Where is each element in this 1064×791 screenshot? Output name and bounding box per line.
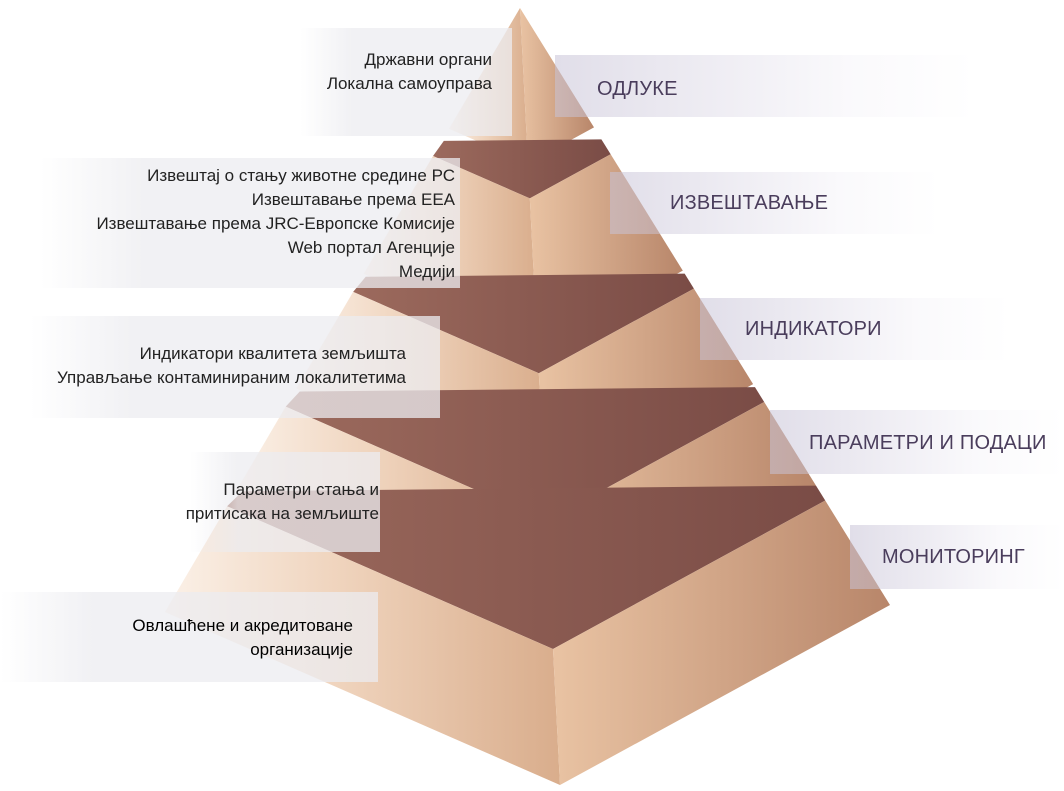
desc-band-1: [300, 28, 512, 136]
desc-band-4: [190, 452, 380, 552]
desc-band-2: [40, 158, 460, 288]
level-label-indikatori: ИНДИКАТОРИ: [745, 318, 882, 340]
desc-line: Параметри стања и: [223, 480, 379, 499]
level-band-1: [555, 55, 975, 117]
desc-line: Извештај о стању животне средине РС: [147, 166, 455, 185]
desc-line: Web портал Агенције: [287, 238, 455, 257]
desc-monitoring: Овлашћене и акредитоване организације: [132, 614, 353, 662]
desc-band-5: [0, 592, 378, 682]
desc-line: Управљање контаминираним локалитетима: [57, 368, 406, 387]
layer-top-izvestavanje: [433, 139, 611, 199]
level-label-monitoring: МОНИТОРИНГ: [882, 546, 1025, 568]
desc-izvestavanje: Извештај о стању животне средине РС Изве…: [96, 164, 455, 284]
layer-top-parametri: [285, 387, 765, 521]
desc-indikatori: Индикатори квалитета земљишта Управљање …: [57, 342, 406, 390]
desc-line: организације: [250, 640, 353, 659]
level-band-2: [610, 172, 940, 234]
layer-side-monitoring: [553, 500, 890, 785]
level-band-3: [700, 298, 1010, 360]
level-band-5: [850, 525, 1064, 589]
desc-line: Локална самоуправа: [326, 74, 492, 93]
desc-odluke: Државни органи Локална самоуправа: [327, 48, 492, 96]
desc-line: притисака на земљиште: [185, 504, 379, 523]
desc-line: Овлашћене и акредитоване: [132, 616, 353, 635]
level-label-odluke: ОДЛУКЕ: [597, 78, 678, 100]
level-label-izvestavanje: ИЗВЕШТАВАЊЕ: [670, 192, 829, 214]
layer-top-indikatori: [353, 273, 694, 374]
desc-line: Извештавање према ЕЕА: [251, 190, 455, 209]
level-label-parametri: ПАРАМЕТРИ И ПОДАЦИ: [809, 432, 1047, 454]
desc-band-3: [30, 316, 440, 418]
desc-line: Медији: [398, 262, 455, 281]
desc-line: Извештавање према JRC-Европске Комисије: [96, 214, 455, 233]
desc-line: Индикатори квалитета земљишта: [139, 344, 406, 363]
desc-parametri: Параметри стања и притисака на земљиште: [186, 478, 379, 526]
level-band-4: [770, 410, 1064, 474]
desc-line: Државни органи: [364, 50, 492, 69]
